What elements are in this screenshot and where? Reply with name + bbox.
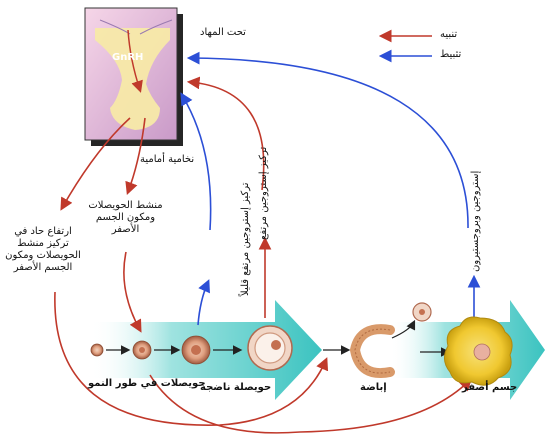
arrow-pituitary-to-surge [60,117,131,211]
gnrh-label: GnRH [112,52,144,63]
estrogen-slight-label: تركيز إستروجين مرتفع قليلاً [240,182,251,296]
ovulation-label: إباضة [360,382,387,393]
estrogen-progesterone-label: إستروجين وبروجستيرون [470,170,481,272]
arrow-surge-to-ovulation [54,291,329,426]
follicle-small [90,343,104,357]
estrogen-high-label: تركيز إستروجين مرتفع [258,146,269,240]
ruptured-follicle-graphic [349,324,395,378]
mature-follicle-label: حويصلة ناضجة [200,382,272,393]
arrow-pituitary-to-fsh [125,117,146,195]
pituitary-illustration [84,7,183,146]
arrow-estrogen-progesterone-to-pituitary [186,51,469,229]
lh-surge-label: ارتفاع حاد في تركيز منشط الحويصلات ومكون… [5,226,81,273]
legend-inhibition-label: تثبيط [440,49,462,60]
growing-follicles-label: حويصلات في طور النمو [88,378,206,389]
arrow-estrogen-high-to-pituitary [186,76,265,191]
arrow-fsh-to-follicles [123,251,142,333]
arrow-follicles-to-estrogen-slight [197,279,210,326]
legend-stimulation-label: تنبيه [440,29,458,40]
arrow-estrogen-slight-to-pituitary [180,92,212,231]
follicle-large [181,335,211,365]
arrow-lh-to-corpus-luteum [149,374,473,434]
mature-follicle-graphic [247,325,293,371]
released-egg [412,302,432,322]
follicle-medium [132,340,152,360]
fsh-lh-label: منشط الحويصلات ومكون الجسم الأصفر [88,200,163,235]
corpus-luteum-label: جسم أصفر [462,382,518,393]
anterior-pituitary-label: نخامية أمامية [140,154,195,165]
hypothalamus-label: تحت المهاد [200,27,246,38]
corpus-luteum-graphic [444,316,513,386]
